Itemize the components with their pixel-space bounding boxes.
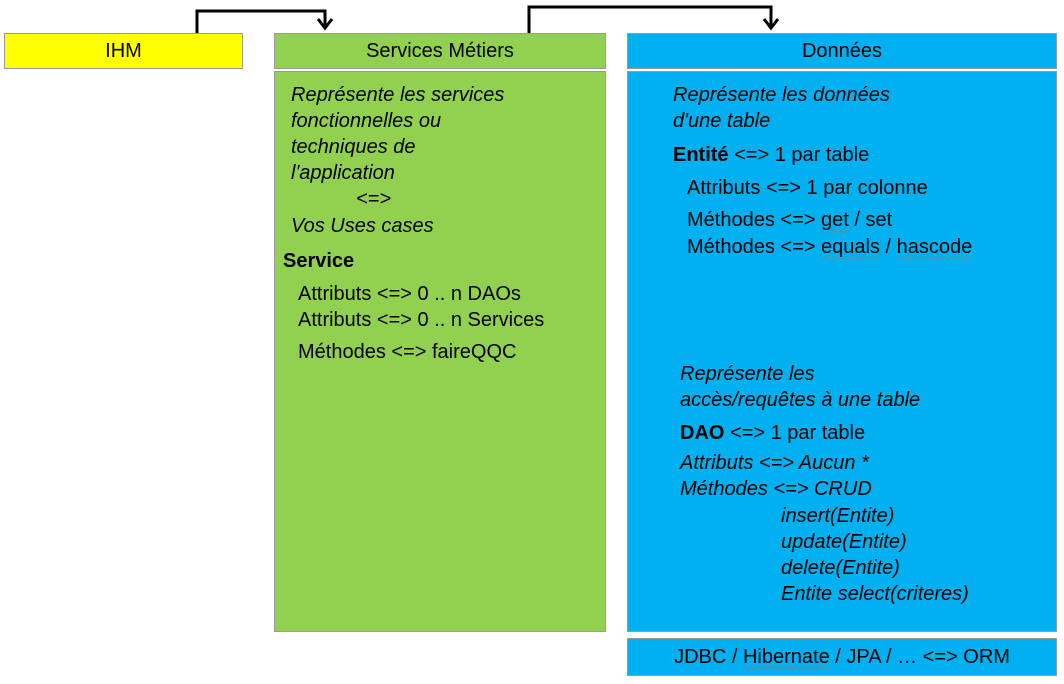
- service-line-2: Attributs <=> 0 .. n Services: [298, 309, 545, 331]
- services-usecases: Vos Uses cases: [291, 215, 434, 237]
- meth2-equals: equals: [820, 236, 880, 258]
- meth1-get: get: [820, 209, 849, 231]
- ihm-title: IHM: [105, 39, 142, 62]
- ihm-header: IHM: [4, 33, 243, 69]
- entite-line: Entité <=> 1 par table: [673, 142, 869, 168]
- services-title: Services Métiers: [366, 39, 514, 62]
- arrow-ihm-to-services: [195, 9, 327, 33]
- services-desc-3: techniques de: [291, 136, 416, 158]
- arrow-ihm-to-services-head: [316, 18, 334, 31]
- donnees-header: Données: [627, 33, 1057, 69]
- dao-attr: Attributs <=> Aucun *: [680, 452, 869, 474]
- dao-meth: Méthodes <=> CRUD: [680, 478, 872, 500]
- crud-update: update(Entite): [781, 531, 907, 553]
- meth2-sep: /: [879, 236, 897, 258]
- meth1-prefix: Méthodes <=>: [687, 209, 821, 231]
- services-body: [274, 71, 606, 632]
- services-desc-4: l'application: [291, 162, 395, 184]
- meth2-hascode: hascode: [896, 236, 973, 258]
- entite-rest: <=> 1 par table: [728, 144, 870, 166]
- arrow-services-to-donnees-head: [762, 18, 780, 31]
- dao-desc-2: accès/requêtes à une table: [680, 389, 921, 411]
- service-line-3: Méthodes <=> faireQQC: [298, 341, 517, 363]
- crud-select: Entite select(criteres): [781, 583, 969, 605]
- services-header: Services Métiers: [274, 33, 606, 69]
- orm-hibernate: Hibernate: [742, 645, 830, 668]
- meth2-prefix: Méthodes <=>: [687, 236, 821, 258]
- orm-rest: / JPA / … <=> ORM: [829, 645, 1010, 668]
- orm-line: JDBC / Hibernate / JPA / … <=> ORM: [674, 646, 1010, 669]
- services-desc-1: Représente les services: [291, 84, 505, 106]
- crud-delete: delete(Entite): [781, 557, 900, 579]
- donnees-desc-1: Représente les données: [673, 84, 890, 106]
- entite-name: Entité: [673, 144, 729, 166]
- donnees-title: Données: [801, 39, 883, 62]
- dao-line: DAO <=> 1 par table: [680, 420, 865, 446]
- dao-name: DAO: [680, 422, 725, 444]
- dao-desc-1: Représente les: [680, 363, 815, 385]
- orm-prefix: JDBC /: [674, 645, 743, 668]
- entite-attr: Attributs <=> 1 par colonne: [687, 177, 928, 199]
- service-label: Service: [283, 250, 355, 272]
- donnees-body: [627, 71, 1057, 632]
- arrow-services-to-donnees: [527, 5, 773, 33]
- services-desc-2: fonctionnelles ou: [291, 110, 442, 132]
- donnees-desc-2: d'une table: [673, 110, 771, 132]
- meth1-sep: / set: [848, 209, 893, 231]
- entite-meth-2: Méthodes <=> equals / hascode: [687, 234, 972, 260]
- entite-meth-1: Méthodes <=> get / set: [687, 207, 892, 233]
- service-line-1: Attributs <=> 0 .. n DAOs: [298, 283, 521, 305]
- dao-rest: <=> 1 par table: [724, 422, 866, 444]
- orm-box: JDBC / Hibernate / JPA / … <=> ORM: [627, 638, 1057, 676]
- services-equiv: <=>: [356, 188, 392, 210]
- crud-insert: insert(Entite): [781, 505, 895, 527]
